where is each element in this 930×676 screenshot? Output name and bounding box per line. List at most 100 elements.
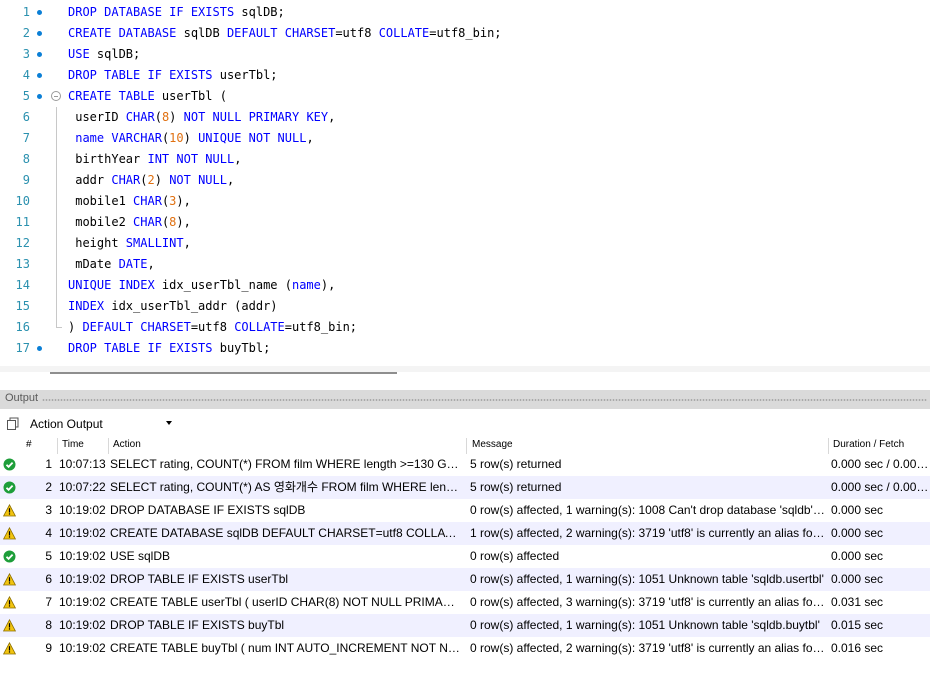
editor-line[interactable]: 9 addr CHAR(2) NOT NULL, bbox=[0, 170, 925, 191]
sql-keyword: COLLATE bbox=[378, 26, 430, 40]
statement-marker-icon[interactable] bbox=[37, 10, 42, 15]
code-text[interactable]: DROP TABLE IF EXISTS buyTbl; bbox=[68, 338, 270, 359]
column-divider[interactable] bbox=[828, 438, 829, 454]
statement-marker-icon[interactable] bbox=[37, 94, 42, 99]
sql-text: ), bbox=[176, 215, 191, 229]
editor-line[interactable]: 15 INDEX idx_userTbl_addr (addr) bbox=[0, 296, 925, 317]
sql-text: , bbox=[328, 110, 336, 124]
code-text[interactable]: addr CHAR(2) NOT NULL, bbox=[68, 170, 234, 191]
line-number: 2 bbox=[22, 26, 30, 40]
sql-text: ) bbox=[169, 110, 184, 124]
code-text[interactable]: mobile1 CHAR(3), bbox=[68, 191, 191, 212]
editor-line[interactable]: 16 ) DEFAULT CHARSET=utf8 COLLATE=utf8_bi… bbox=[0, 317, 925, 338]
warning-triangle-icon bbox=[2, 572, 17, 586]
column-header-duration[interactable]: Duration / Fetch bbox=[833, 439, 905, 450]
sql-keyword: USE bbox=[68, 47, 97, 61]
line-number: 16 bbox=[15, 320, 30, 334]
panel-grip[interactable] bbox=[42, 399, 927, 401]
editor-line[interactable]: 13 mDate DATE, bbox=[0, 254, 925, 275]
fold-collapse-icon[interactable] bbox=[51, 91, 61, 101]
editor-scrollbar-thumb[interactable] bbox=[50, 372, 397, 374]
line-number: 15 bbox=[15, 299, 30, 313]
code-text[interactable]: CREATE TABLE userTbl ( bbox=[68, 86, 227, 107]
sql-text: , bbox=[306, 131, 314, 145]
row-duration: 0.000 sec bbox=[831, 503, 884, 517]
fold-guide-end bbox=[56, 317, 62, 328]
fold-guide bbox=[56, 275, 57, 296]
editor-line[interactable]: 6 userID CHAR(8) NOT NULL PRIMARY KEY, bbox=[0, 107, 925, 128]
row-time: 10:19:02 bbox=[59, 595, 106, 609]
editor-line[interactable]: 11 mobile2 CHAR(8), bbox=[0, 212, 925, 233]
sql-keyword: name bbox=[291, 278, 321, 292]
editor-line[interactable]: 12 height SMALLINT, bbox=[0, 233, 925, 254]
fold-guide bbox=[56, 170, 57, 191]
editor-line[interactable]: 10 mobile1 CHAR(3), bbox=[0, 191, 925, 212]
column-header-time[interactable]: Time bbox=[62, 439, 84, 450]
column-header-action[interactable]: Action bbox=[113, 439, 141, 450]
column-divider[interactable] bbox=[108, 438, 109, 454]
sql-keyword: DROP DATABASE IF EXISTS bbox=[68, 5, 242, 19]
row-action: CREATE TABLE buyTbl ( num INT AUTO_INCRE… bbox=[110, 641, 462, 655]
column-header-number[interactable]: # bbox=[26, 439, 32, 450]
sql-text: sqlDB; bbox=[241, 5, 285, 19]
copy-icon[interactable] bbox=[6, 417, 20, 431]
row-time: 10:07:13 bbox=[59, 457, 106, 471]
code-text[interactable]: DROP TABLE IF EXISTS userTbl; bbox=[68, 65, 278, 86]
editor-line[interactable]: 7 name VARCHAR(10) UNIQUE NOT NULL, bbox=[0, 128, 925, 149]
column-divider[interactable] bbox=[466, 438, 467, 454]
code-text[interactable]: mDate DATE, bbox=[68, 254, 155, 275]
row-number: 7 bbox=[45, 595, 52, 609]
code-text[interactable]: UNIQUE INDEX idx_userTbl_name (name), bbox=[68, 275, 335, 296]
line-number: 11 bbox=[15, 215, 30, 229]
code-text[interactable]: birthYear INT NOT NULL, bbox=[68, 149, 241, 170]
column-divider[interactable] bbox=[57, 438, 58, 454]
editor-line[interactable]: 14 UNIQUE INDEX idx_userTbl_name (name), bbox=[0, 275, 925, 296]
statement-marker-icon[interactable] bbox=[37, 31, 42, 36]
row-number: 4 bbox=[45, 526, 52, 540]
row-message: 0 row(s) affected, 2 warning(s): 3719 'u… bbox=[470, 641, 825, 655]
statement-marker-icon[interactable] bbox=[37, 52, 42, 57]
line-number: 14 bbox=[15, 278, 30, 292]
code-text[interactable]: userID CHAR(8) NOT NULL PRIMARY KEY, bbox=[68, 107, 335, 128]
editor-line[interactable]: 8 birthYear INT NOT NULL, bbox=[0, 149, 925, 170]
code-text[interactable]: USE sqlDB; bbox=[68, 44, 140, 65]
code-text[interactable]: INDEX idx_userTbl_addr (addr) bbox=[68, 296, 278, 317]
code-text[interactable]: CREATE DATABASE sqlDB DEFAULT CHARSET=ut… bbox=[68, 23, 502, 44]
editor-line[interactable]: 2 CREATE DATABASE sqlDB DEFAULT CHARSET=u… bbox=[0, 23, 925, 44]
statement-marker-icon[interactable] bbox=[37, 73, 42, 78]
code-text[interactable]: ) DEFAULT CHARSET=utf8 COLLATE=utf8_bin; bbox=[68, 317, 357, 338]
row-time: 10:07:22 bbox=[59, 480, 106, 494]
sql-text: idx_userTbl_name ( bbox=[161, 278, 292, 292]
editor-horizontal-scrollbar[interactable] bbox=[0, 366, 930, 372]
output-type-select[interactable]: Action Output bbox=[26, 414, 176, 433]
code-text[interactable]: name VARCHAR(10) UNIQUE NOT NULL, bbox=[68, 128, 314, 149]
column-header-message[interactable]: Message bbox=[472, 439, 513, 450]
sql-text: userTbl ( bbox=[161, 89, 227, 103]
row-action: DROP TABLE IF EXISTS buyTbl bbox=[110, 618, 285, 632]
row-time: 10:19:02 bbox=[59, 503, 106, 517]
sql-text: , bbox=[234, 152, 242, 166]
sql-keyword: DEFAULT CHARSET bbox=[226, 26, 336, 40]
code-text[interactable]: DROP DATABASE IF EXISTS sqlDB; bbox=[68, 2, 285, 23]
sql-keyword: DROP TABLE IF EXISTS bbox=[68, 68, 220, 82]
statement-marker-icon[interactable] bbox=[37, 346, 42, 351]
code-text[interactable]: height SMALLINT, bbox=[68, 233, 191, 254]
sql-text: addr bbox=[68, 173, 112, 187]
code-text[interactable]: mobile2 CHAR(8), bbox=[68, 212, 191, 233]
